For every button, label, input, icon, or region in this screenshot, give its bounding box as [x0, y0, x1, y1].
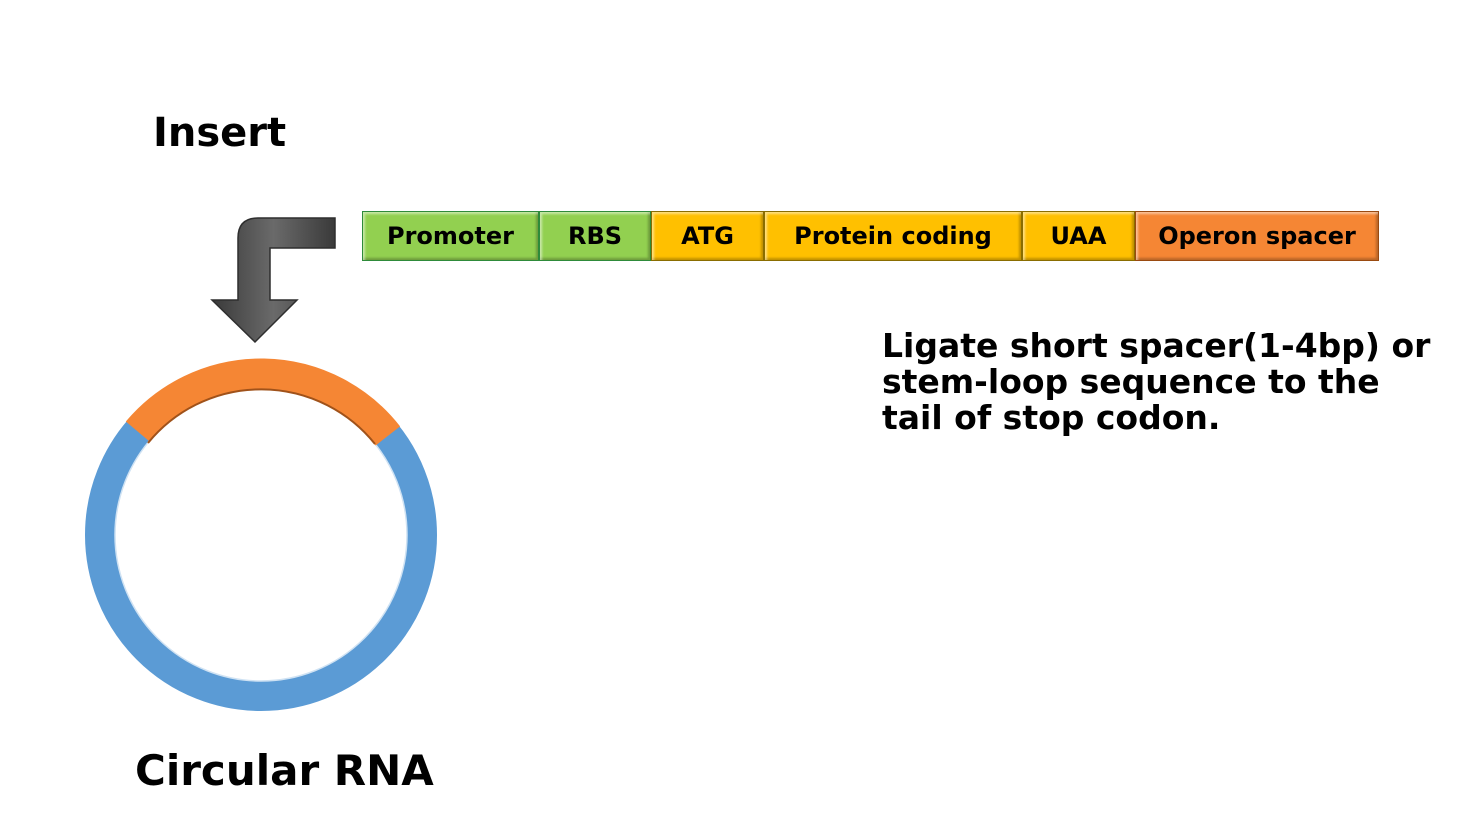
segment-promoter: Promoter: [362, 211, 539, 261]
note-line: Ligate short spacer(1-4bp) or: [882, 326, 1431, 365]
ligation-note: Ligate short spacer(1-4bp) or stem-loop …: [882, 328, 1462, 436]
note-line: stem-loop sequence to the: [882, 362, 1380, 401]
segment-uaa: UAA: [1022, 211, 1135, 261]
note-line: tail of stop codon.: [882, 398, 1221, 437]
circular-rna-label: Circular RNA: [135, 746, 434, 795]
insert-label: Insert: [153, 110, 287, 156]
segment-rbs: RBS: [539, 211, 651, 261]
segment-atg: ATG: [651, 211, 764, 261]
insert-arc: [125, 358, 401, 446]
segment-operon-spacer: Operon spacer: [1135, 211, 1379, 261]
segment-protein-coding: Protein coding: [764, 211, 1022, 261]
gene-construct-bar: Promoter RBS ATG Protein coding UAA Oper…: [362, 211, 1379, 261]
insert-arrow-icon: [210, 217, 336, 344]
